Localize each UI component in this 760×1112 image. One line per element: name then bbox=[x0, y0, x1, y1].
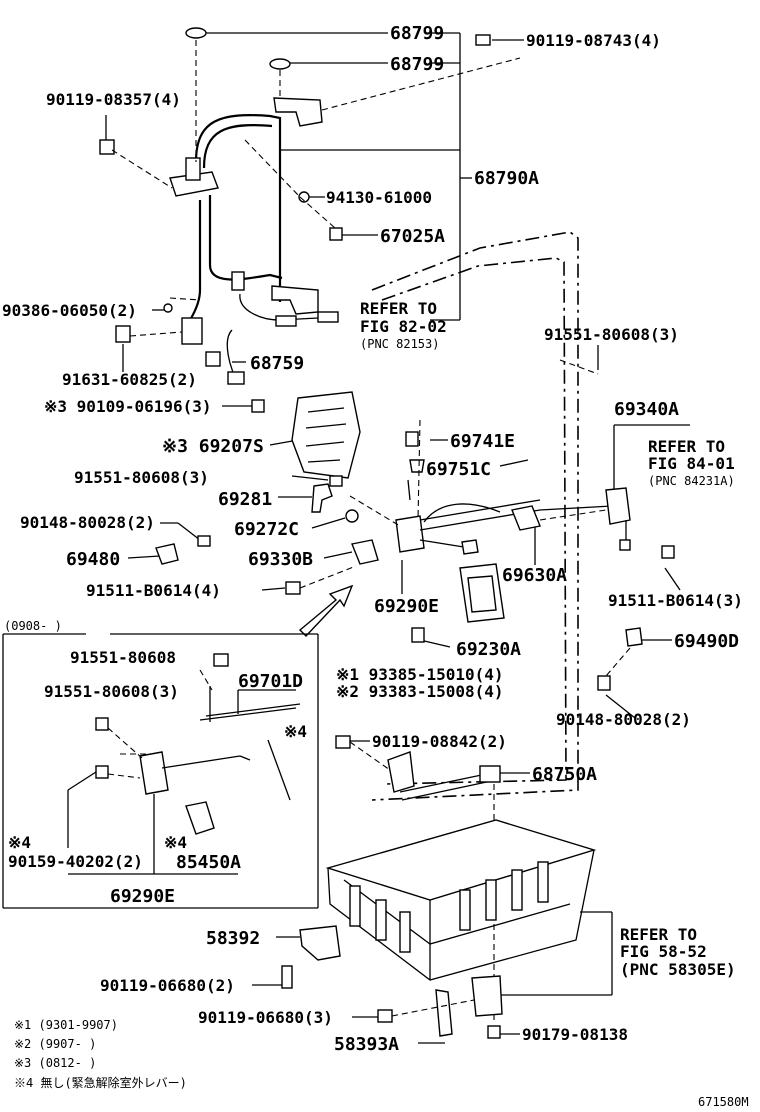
ref-fig58-line1: REFER TO bbox=[620, 925, 697, 944]
label-68799-a: 68799 bbox=[390, 23, 444, 44]
footnotes: ※1 (9301-9907) ※2 (9907- ) ※3 (0812- ) ※… bbox=[14, 1018, 187, 1090]
inset-label-91551-80608-3: 91551-80608(3) bbox=[44, 682, 179, 701]
upper-frame-assembly bbox=[99, 27, 521, 385]
inset-label-69701d: 69701D bbox=[238, 671, 303, 692]
label-69272c: 69272C bbox=[234, 519, 299, 540]
ref-fig82-line1: REFER TO bbox=[360, 299, 437, 318]
label-90119-08842: 90119-08842(2) bbox=[372, 732, 507, 751]
label-69281: 69281 bbox=[218, 489, 272, 510]
label-91551-80608-top: 91551-80608(3) bbox=[544, 325, 679, 344]
label-58393a: 58393A bbox=[334, 1034, 399, 1055]
label-90148-80028-left: 90148-80028(2) bbox=[20, 513, 155, 532]
label-69490d: 69490D bbox=[674, 631, 739, 652]
label-91511-b0614-right: 91511-B0614(3) bbox=[608, 591, 743, 610]
leader-lines bbox=[105, 32, 690, 1044]
ref-fig58-pnc: (PNC 58305E) bbox=[620, 960, 736, 979]
label-93383-15008: ※2 93383-15008(4) bbox=[336, 682, 504, 701]
catalog-id: 671580M bbox=[698, 1095, 749, 1109]
inset-label-90159-40202: 90159-40202(2) bbox=[8, 852, 143, 871]
ref-fig84-line1: REFER TO bbox=[648, 437, 725, 456]
reference-callouts: REFER TO FIG 82-02 (PNC 82153) REFER TO … bbox=[360, 299, 736, 979]
label-91631-60825: 91631-60825(2) bbox=[62, 370, 197, 389]
label-90119-08357: 90119-08357(4) bbox=[46, 90, 181, 109]
footnote-3: ※3 (0812- ) bbox=[14, 1056, 96, 1070]
label-69630a: 69630A bbox=[502, 565, 567, 586]
label-68759: 68759 bbox=[250, 353, 304, 374]
lock-assembly bbox=[155, 359, 675, 691]
label-91551-80608-mid: 91551-80608(3) bbox=[74, 468, 209, 487]
label-90119-06680-a: 90119-06680(2) bbox=[100, 976, 235, 995]
inset-label-69290e: 69290E bbox=[110, 886, 175, 907]
label-90109-06196: ※3 90109-06196(3) bbox=[44, 397, 212, 416]
footnote-4: ※4 無し(緊急解除室外レバー) bbox=[14, 1075, 187, 1090]
inset-label-91551-80608: 91551-80608 bbox=[70, 648, 176, 667]
ref-fig58-line2: FIG 58-52 bbox=[620, 942, 707, 961]
label-68750a: 68750A bbox=[532, 764, 597, 785]
part-labels: 68799 68799 90119-08743(4) 90119-08357(4… bbox=[2, 23, 743, 1055]
inset-mark4-left: ※4 bbox=[8, 833, 31, 852]
label-69207s: ※3 69207S bbox=[162, 436, 264, 457]
ref-fig82-pnc: (PNC 82153) bbox=[360, 337, 439, 351]
inset-arrow bbox=[298, 584, 354, 638]
inset-mark4-mid: ※4 bbox=[164, 833, 187, 852]
label-90386-06050: 90386-06050(2) bbox=[2, 301, 137, 320]
label-69480: 69480 bbox=[66, 549, 120, 570]
label-58392: 58392 bbox=[206, 928, 260, 949]
label-93385-15010: ※1 93385-15010(4) bbox=[336, 665, 504, 684]
inset-date-range: (0908- ) bbox=[4, 619, 62, 633]
label-90119-06680-b: 90119-06680(3) bbox=[198, 1008, 333, 1027]
tray-assembly bbox=[281, 819, 597, 1039]
ref-fig82-line2: FIG 82-02 bbox=[360, 317, 447, 336]
label-68790a: 68790A bbox=[474, 168, 539, 189]
label-69751c: 69751C bbox=[426, 459, 491, 480]
ref-fig84-pnc: (PNC 84231A) bbox=[648, 474, 735, 488]
ref-fig84-line2: FIG 84-01 bbox=[648, 454, 735, 473]
footnote-1: ※1 (9301-9907) bbox=[14, 1018, 118, 1032]
inset-label-85450a: 85450A bbox=[176, 852, 241, 873]
label-90148-80028-right: 90148-80028(2) bbox=[556, 710, 691, 729]
label-90119-08743: 90119-08743(4) bbox=[526, 31, 661, 50]
label-69330b: 69330B bbox=[248, 549, 313, 570]
label-69340a: 69340A bbox=[614, 399, 679, 420]
inset-mark4-right: ※4 bbox=[284, 722, 307, 741]
label-67025a: 67025A bbox=[380, 226, 445, 247]
label-69741e: 69741E bbox=[450, 431, 515, 452]
label-69290e: 69290E bbox=[374, 596, 439, 617]
label-94130-61000: 94130-61000 bbox=[326, 188, 432, 207]
inset-panel bbox=[2, 633, 319, 909]
label-91511-b0614-left: 91511-B0614(4) bbox=[86, 581, 221, 600]
inset-labels: (0908- ) 91551-80608 91551-80608(3) 6970… bbox=[4, 619, 307, 907]
label-69230a: 69230A bbox=[456, 639, 521, 660]
footnote-2: ※2 (9907- ) bbox=[14, 1037, 96, 1051]
label-68799-b: 68799 bbox=[390, 54, 444, 75]
door-outline bbox=[371, 231, 579, 801]
label-90179-08138: 90179-08138 bbox=[522, 1025, 628, 1044]
